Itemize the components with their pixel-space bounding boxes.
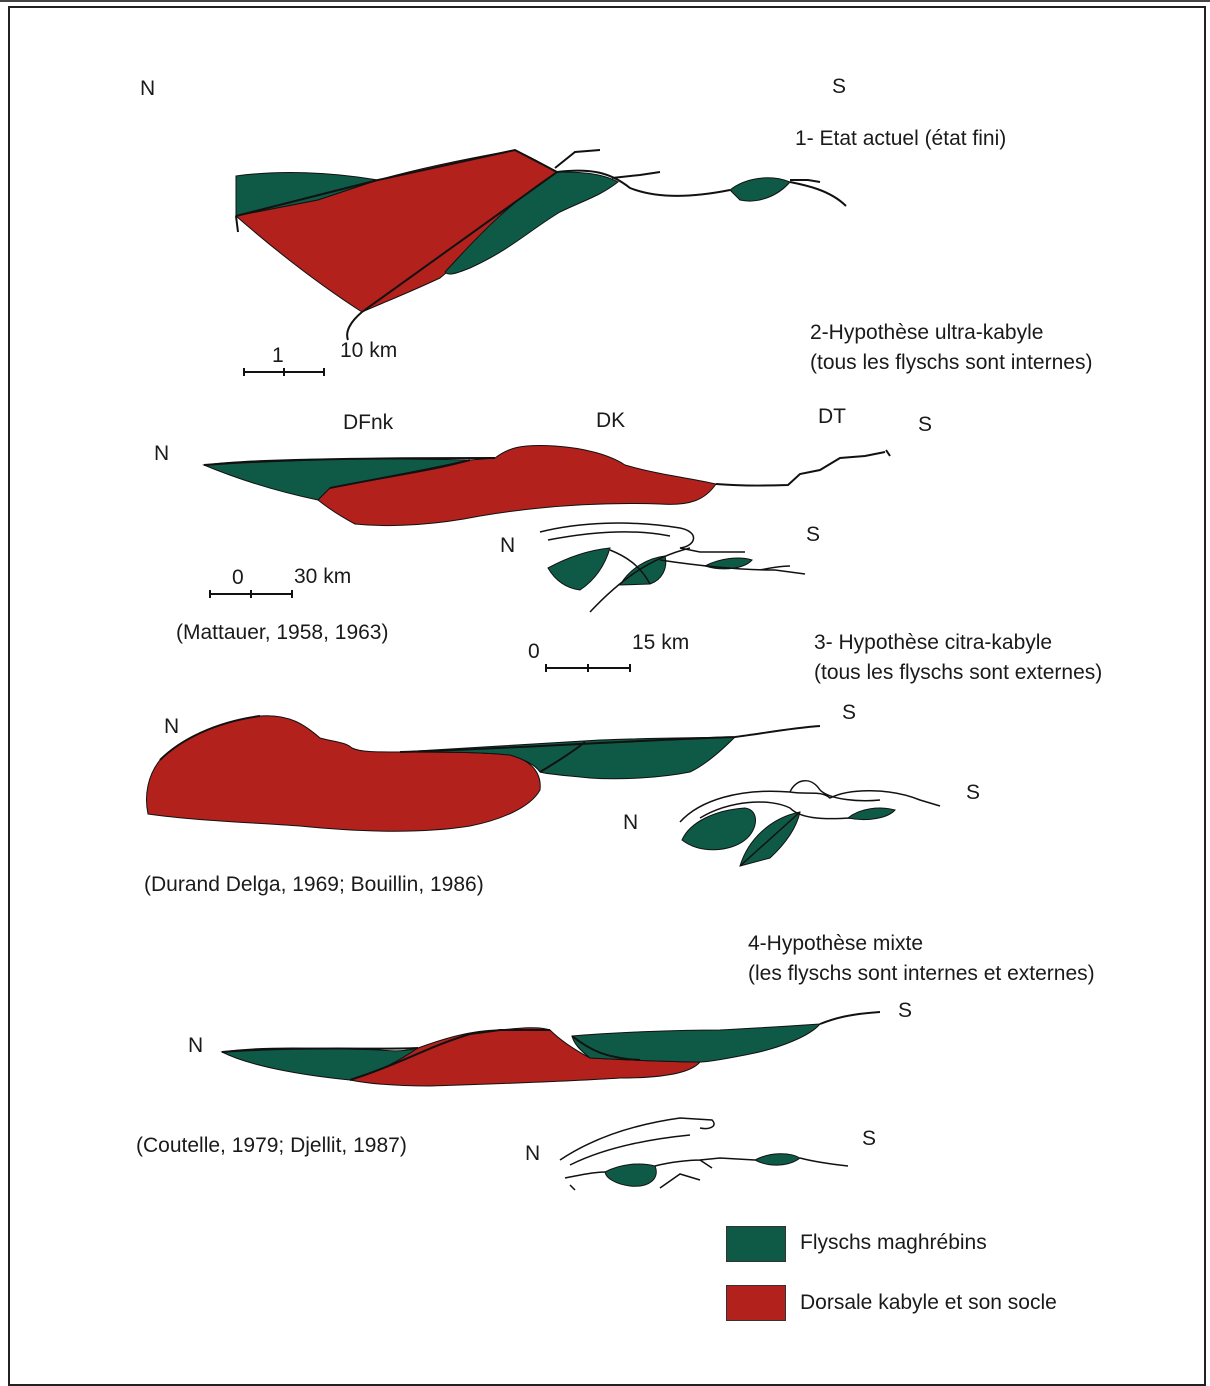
section-3-title-line-1: 3- Hypothèse citra-kabyle (814, 631, 1053, 654)
section-3-cross-section (146, 715, 821, 832)
section-2-cross-section (202, 445, 891, 598)
section-2-north-label: N (154, 442, 170, 465)
section-4-inset-north-label: N (525, 1142, 541, 1165)
section-3-inset-flysch-a (681, 807, 756, 851)
legend-flysch-label: Flyschs maghrébins (800, 1231, 987, 1254)
section-3-south-label: S (842, 701, 857, 724)
section-2-zone-dt: DT (818, 405, 846, 428)
section-2-south-label: S (918, 413, 933, 436)
section-3-inset-north-label: N (623, 811, 639, 834)
section-3-dorsale (146, 715, 541, 832)
section-2-contacts (203, 449, 891, 489)
section-3-scale-unit: 15 km (632, 631, 690, 654)
section-2-inset-flysch-c (703, 557, 753, 570)
section-3-title-line-2: (tous les flyschs sont externes) (814, 661, 1103, 684)
section-1-flysch-south (444, 171, 619, 275)
section-2-title-line-1: 2-Hypothèse ultra-kabyle (810, 321, 1044, 344)
section-1-cross-section (234, 148, 847, 376)
section-3-flysch (399, 736, 737, 780)
section-3-citation: (Durand Delga, 1969; Bouillin, 1986) (144, 873, 484, 896)
section-4-inset-flysch-b (753, 1153, 801, 1166)
section-3-inset-contacts (679, 780, 941, 867)
section-4-inset (559, 1117, 849, 1191)
section-1-title: 1- Etat actuel (état fini) (795, 127, 1007, 150)
section-1-scale-bar (243, 368, 325, 376)
section-2-scale-zero: 0 (232, 566, 244, 589)
section-3-north-label: N (164, 715, 180, 738)
section-1-north-label: N (140, 77, 156, 100)
section-2-scale-bar (209, 590, 293, 598)
section-4-contacts (221, 1011, 881, 1081)
section-1-scale-unit: 10 km (340, 339, 398, 362)
section-2-inset-contacts (539, 522, 806, 613)
section-2-inset-scale-bar (545, 664, 631, 672)
section-2-inset-north-label: N (500, 534, 516, 557)
section-1-south-label: S (832, 75, 847, 98)
section-2-dorsale (317, 445, 717, 527)
section-3-contacts (159, 715, 821, 773)
section-2-citation: (Mattauer, 1958, 1963) (176, 621, 389, 644)
legend-dorsale-label: Dorsale kabyle et son socle (800, 1291, 1057, 1314)
section-4-flysch-south (571, 1023, 822, 1063)
section-3-inset-south-label: S (966, 781, 981, 804)
section-2-title-line-2: (tous les flyschs sont internes) (810, 351, 1093, 374)
top-border-line (0, 0, 1210, 2)
section-2-inset (539, 522, 806, 672)
legend-dorsale-swatch (726, 1285, 786, 1321)
section-4-south-label: S (898, 999, 913, 1022)
section-4-inset-flysch-a (604, 1163, 657, 1187)
section-1-flysch-klippe (729, 177, 791, 202)
section-2-zone-dk: DK (596, 409, 626, 432)
section-4-cross-section (220, 1011, 881, 1087)
section-4-inset-contacts (559, 1117, 849, 1191)
section-3-inset (679, 780, 941, 867)
section-1-scale-value: 1 (272, 344, 284, 367)
section-1-contacts (235, 148, 847, 341)
section-4-title-line-2: (les flyschs sont internes et externes) (748, 962, 1095, 985)
section-4-title-line-1: 4-Hypothèse mixte (748, 932, 924, 955)
section-2-inset-flysch-a (547, 547, 611, 591)
section-4-inset-south-label: S (862, 1127, 877, 1150)
legend-flysch-swatch (726, 1226, 786, 1262)
section-2-scale-unit: 30 km (294, 565, 352, 588)
section-4-north-label: N (188, 1034, 204, 1057)
section-4-citation: (Coutelle, 1979; Djellit, 1987) (136, 1134, 407, 1157)
section-3-inset-flysch-c (846, 807, 896, 821)
section-2-inset-south-label: S (806, 523, 821, 546)
section-2-zone-dfnk: DFnk (343, 411, 394, 434)
section-3-scale-zero: 0 (528, 640, 540, 663)
section-2-inset-flysch-b (619, 555, 667, 586)
